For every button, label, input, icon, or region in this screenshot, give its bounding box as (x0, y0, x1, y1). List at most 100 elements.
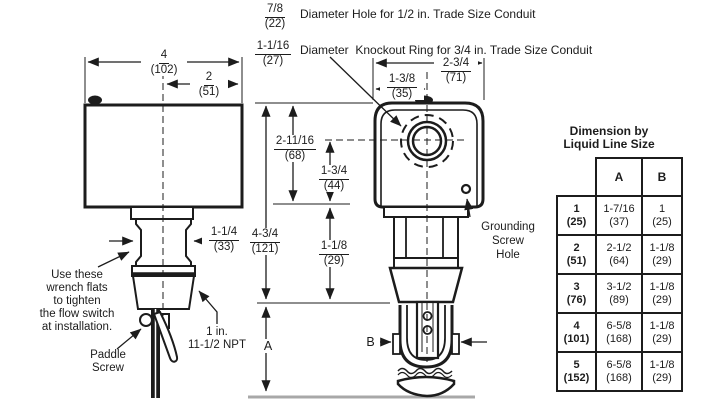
table-title: Dimension by Liquid Line Size (544, 125, 674, 151)
knockout-ring-dashed (400, 114, 454, 168)
collar-side (130, 206, 194, 220)
grounding-note: Grounding Screw Hole (469, 220, 547, 262)
table-row: 1(25) 1-7/16(37) 1(25) (556, 195, 683, 236)
arrow-wrench-note-2 (97, 251, 130, 268)
dim-hole-center-mm: (35) (391, 87, 413, 100)
dim-thread-section: 1-1/8 (29) (312, 240, 356, 267)
dim-cover-height-in: 2-11/16 (273, 135, 317, 150)
npt-nut-front (388, 266, 464, 304)
front-view (373, 95, 485, 398)
table-row: 3(76) 3-1/2(89) 1-1/8(29) (556, 273, 683, 314)
row2-a: 2-1/2(64) (595, 234, 643, 275)
wrench-note: Use these wrench flats to tighten the fl… (20, 269, 134, 334)
paddle-blade-curved (152, 310, 179, 363)
dim-cover-width-in: 2-3/4 (440, 57, 472, 72)
grounding-line1: Grounding (481, 221, 535, 233)
dim-wrench-flats-mm: (33) (213, 240, 235, 253)
bracket-tab-right (451, 333, 460, 355)
npt-line1: 1 in. (206, 326, 228, 338)
arrow-npt (198, 290, 218, 324)
callout-knockout-label: Diameter Knockout Ring for 3/4 in. Trade… (300, 43, 593, 57)
grounding-line2: Screw (492, 235, 524, 247)
row3-b: 1-1/8(29) (641, 273, 683, 314)
row3-a: 3-1/2(89) (595, 273, 643, 314)
dim-cover-height-mm: (68) (284, 149, 306, 162)
arrow-knockout (329, 56, 402, 127)
dim-box-half-width-in: 2 (203, 71, 215, 86)
paddle-bracket-inner (406, 305, 446, 361)
dimension-table: A B 1(25) 1-7/16(37) 1(25) 2(51) 2-1/2(6… (556, 157, 683, 392)
dim-cover-width: 2-3/4 (71) (434, 57, 478, 84)
dim-box-half-width: 2 (51) (190, 71, 228, 98)
arrow-grounding-hole (464, 198, 474, 218)
dim-hole-center: 1-3/8 (35) (380, 73, 424, 100)
paddle-screw-line1: Paddle (90, 349, 126, 361)
neck-ribs (405, 217, 444, 258)
dim-overall-height-mm: (121) (251, 242, 279, 255)
extension-lines (84, 57, 485, 304)
table-row: 2(51) 2-1/2(64) 1-1/8(29) (556, 234, 683, 275)
neck-band (393, 257, 459, 269)
row1-a: 1-7/16(37) (595, 195, 643, 236)
table-header-row: A B (557, 157, 683, 197)
break-line-upper (397, 367, 453, 375)
dim-knockout-ring: 1-1/16 (27) (248, 40, 298, 67)
bracket-tab-left (392, 333, 401, 355)
dim-hole-height-mm: (44) (323, 179, 345, 192)
wrench-note-line1: Use these (51, 269, 103, 281)
dim-hole-height-in: 1-3/4 (318, 165, 350, 180)
dim-box-width-in: 4 (158, 49, 170, 64)
grounding-screw-hole (460, 183, 472, 195)
row4-a: 6-5/8(168) (595, 312, 643, 353)
row4-size: 4(101) (556, 312, 597, 353)
wrench-note-line5: at installation. (41, 321, 113, 333)
wrench-note-line2: wrench flats (46, 282, 108, 294)
npt-line2: 11-1/2 NPT (188, 339, 246, 351)
paddle-stem-lines (421, 302, 434, 352)
paddle-screw-note: Paddle Screw (77, 349, 139, 375)
dim-thread-section-in: 1-1/8 (318, 240, 350, 255)
ext-box-width (84, 57, 243, 103)
row5-a: 6-5/8(168) (595, 351, 643, 392)
table-row: 5(152) 6-5/8(168) 1-1/8(29) (556, 351, 683, 392)
break-line-lower (397, 371, 453, 379)
dim-cover-height: 2-11/16 (68) (268, 135, 322, 162)
dim-hole-height: 1-3/4 (44) (312, 165, 356, 192)
dim-box-width-mm: (102) (150, 63, 178, 76)
paddle-screw-line2: Screw (92, 362, 124, 374)
wrench-note-line3: to tighten (53, 295, 101, 307)
row1-b: 1(25) (641, 195, 683, 236)
wrench-note-line4: the flow switch (39, 308, 115, 320)
grounding-line3: Hole (496, 249, 520, 261)
dim-knockout-ring-in: 1-1/16 (254, 40, 292, 55)
dim-b-label: B (361, 335, 380, 349)
dim-conduit-hole-mm: (22) (264, 17, 286, 30)
centerlines (162, 72, 465, 362)
dim-box-half-width-mm: (51) (198, 85, 220, 98)
row1-size: 1(25) (556, 195, 597, 236)
row5-b: 1-1/8(29) (641, 351, 683, 392)
table-header-b: B (641, 157, 683, 197)
neck-front (393, 216, 459, 259)
dim-box-width: 4 (102) (141, 49, 187, 76)
dim-a-label: A (257, 339, 279, 353)
row2-size: 2(51) (556, 234, 597, 275)
dim-conduit-hole: 7/8 (22) (256, 3, 294, 30)
flange-front (383, 206, 469, 218)
row3-size: 3(76) (556, 273, 597, 314)
arrow-paddle-screw (116, 328, 142, 350)
paddle-screw-head (139, 313, 153, 327)
dim-thread-section-mm: (29) (323, 254, 345, 267)
table-header-a: A (595, 157, 643, 197)
table-row: 4(101) 6-5/8(168) 1-1/8(29) (556, 312, 683, 353)
cover-screw-icon (88, 95, 102, 105)
row2-b: 1-1/8(29) (641, 234, 683, 275)
dim-cover-width-mm: (71) (445, 71, 467, 84)
table-title-line1: Dimension by (569, 124, 649, 138)
table-header-blank (557, 158, 596, 196)
ext-cover-width (372, 58, 485, 100)
row5-size: 5(152) (556, 351, 597, 392)
dim-conduit-hole-in: 7/8 (265, 3, 285, 18)
